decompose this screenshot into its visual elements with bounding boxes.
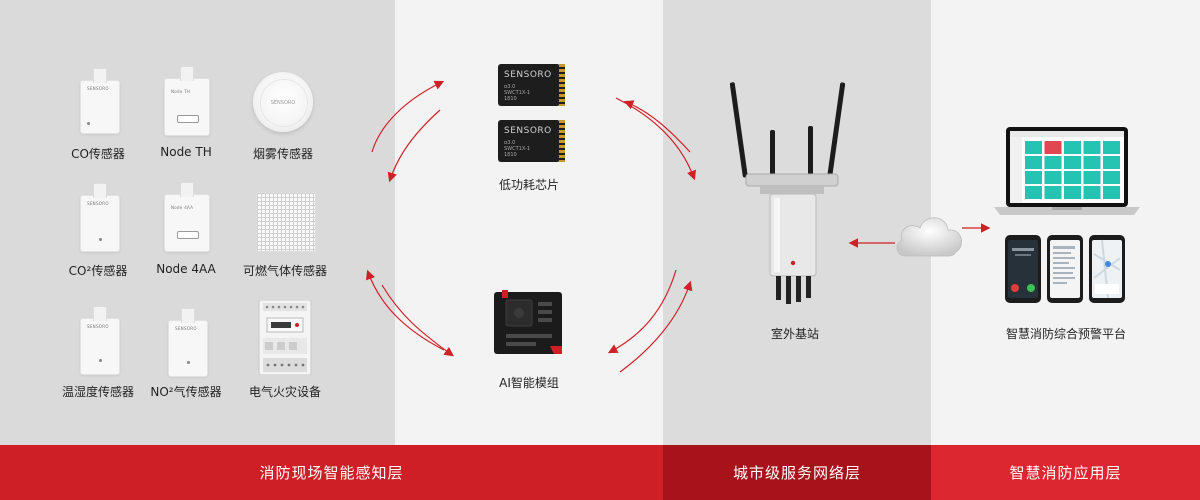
- node-4aa-device: Node 4AA: [164, 182, 210, 252]
- dashboard-tile: [1083, 171, 1101, 184]
- temp-humidity-sensor-label: 温湿度传感器: [61, 385, 135, 399]
- node-4aa-label: Node 4AA: [156, 262, 216, 276]
- co-sensor-label: CO传感器: [71, 147, 125, 161]
- dashboard-tile: [1025, 156, 1042, 169]
- dashboard-tile: [1044, 186, 1062, 199]
- dashboard-tile: [1083, 141, 1101, 154]
- dashboard-tile: [1064, 171, 1081, 184]
- dashboard-tile: [1103, 186, 1120, 199]
- ai-module-board: [494, 290, 562, 354]
- co-sensor-device: SENSORO: [80, 68, 120, 134]
- co2-sensor-device: SENSORO: [80, 183, 120, 252]
- dashboard-tile: [1103, 141, 1120, 154]
- platform-label: 智慧消防综合预警平台: [1005, 327, 1127, 341]
- network-layer-label: 城市级服务网络层: [732, 464, 861, 482]
- node-th-label: Node TH: [160, 145, 212, 159]
- combustible-gas-sensor-label: 可燃气体传感器: [242, 264, 328, 278]
- co2-sensor-label: CO²传感器: [68, 264, 128, 278]
- perception-layer-label: 消防现场智能感知层: [259, 464, 404, 482]
- smoke-sensor-device: SENSORO: [253, 72, 313, 132]
- temp-humidity-sensor-device: SENSORO: [80, 306, 120, 375]
- dashboard-tile: [1025, 141, 1042, 154]
- phone-call-screen: [1005, 235, 1041, 303]
- dashboard-tile: [1103, 171, 1120, 184]
- application-layer-panel: [931, 0, 1200, 445]
- ai-module-label: AI智能模组: [499, 376, 559, 390]
- dashboard-tile: [1044, 171, 1062, 184]
- application-layer-bar: 智慧消防应用层: [931, 445, 1200, 500]
- outdoor-base-station: [730, 82, 846, 304]
- dashboard-tile: [1064, 186, 1081, 199]
- laptop-dashboard: [994, 127, 1140, 215]
- no2-sensor-device: SENSORO: [168, 308, 208, 377]
- dashboard-tile: [1064, 156, 1081, 169]
- low-power-chip-label: 低功耗芯片: [498, 178, 560, 192]
- dashboard-tile: [1064, 141, 1081, 154]
- electrical-fire-device-label: 电气火灾设备: [248, 385, 322, 399]
- dashboard-tile: [1083, 186, 1101, 199]
- dashboard-tile: [1103, 156, 1120, 169]
- cloud-icon: [896, 217, 962, 257]
- node-th-device: Node TH: [164, 66, 210, 136]
- dashboard-tile: [1044, 156, 1062, 169]
- phone-message-screen: [1047, 235, 1083, 303]
- dashboard-tile: [1044, 141, 1062, 154]
- combustible-gas-sensor-device: [256, 192, 316, 252]
- network-layer-bar: 城市级服务网络层: [663, 445, 931, 500]
- dashboard-tile: [1083, 156, 1101, 169]
- phone-map-screen: [1089, 235, 1125, 303]
- no2-sensor-label: NO²气传感器: [150, 385, 222, 399]
- application-layer-label: 智慧消防应用层: [1009, 464, 1122, 482]
- dashboard-tile: [1025, 171, 1042, 184]
- smoke-sensor-label: 烟雾传感器: [252, 147, 314, 161]
- perception-layer-bar: 消防现场智能感知层: [0, 445, 663, 500]
- base-station-label: 室外基站: [770, 327, 820, 341]
- electrical-fire-device: [258, 300, 312, 375]
- dashboard-tile: [1025, 186, 1042, 199]
- connector-arrows: [365, 80, 991, 373]
